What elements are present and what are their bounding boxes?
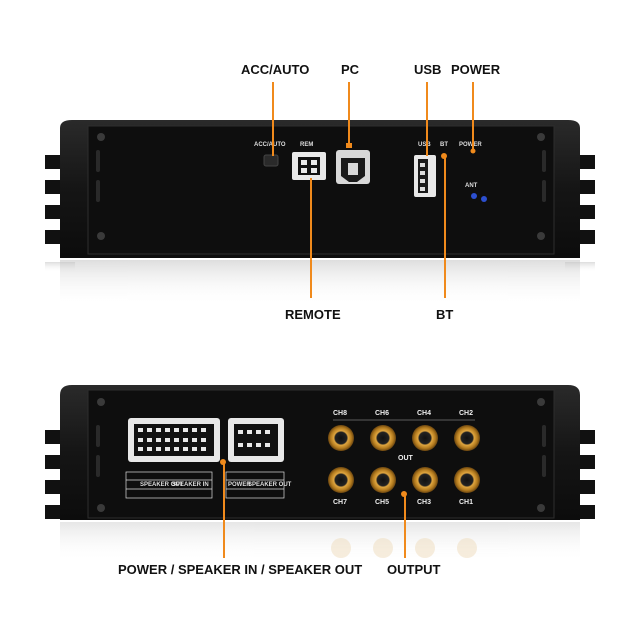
top-amplifier-body bbox=[45, 120, 595, 258]
callout-acc-auto: ACC/AUTO bbox=[241, 62, 310, 77]
leader-power-speaker-dot bbox=[220, 459, 226, 465]
panel-label-power-small: POWER bbox=[228, 482, 251, 488]
channel-label-ch7: CH7 bbox=[333, 499, 348, 506]
panel-label-speaker-in: SPEAKER IN bbox=[172, 482, 209, 488]
leader-bt-dot bbox=[441, 153, 447, 159]
panel-label-rem: REM bbox=[300, 142, 314, 148]
leader-power bbox=[472, 82, 474, 150]
leader-output bbox=[404, 494, 406, 558]
leader-usb bbox=[426, 82, 428, 156]
channel-label-ch1: CH1 bbox=[459, 499, 474, 506]
leader-output-dot bbox=[401, 491, 407, 497]
leader-remote bbox=[310, 178, 312, 298]
channel-label-ch8: CH8 bbox=[333, 410, 348, 417]
leader-bt bbox=[444, 156, 446, 298]
leader-pc bbox=[348, 82, 350, 144]
callout-bt: BT bbox=[436, 307, 454, 322]
panel-label-bt: BT bbox=[440, 142, 448, 148]
bottom-amplifier-body bbox=[45, 385, 595, 520]
leader-power-speaker bbox=[223, 462, 225, 558]
channel-label-ch4: CH4 bbox=[417, 410, 432, 417]
callout-pc: PC bbox=[341, 62, 360, 77]
channel-label-ch5: CH5 bbox=[375, 499, 390, 506]
panel-label-usb: USB bbox=[418, 142, 431, 148]
panel-label-out: OUT bbox=[398, 455, 413, 462]
panel-label-power: POWER bbox=[459, 142, 482, 148]
callout-output: OUTPUT bbox=[387, 562, 441, 577]
channel-label-ch3: CH3 bbox=[417, 499, 432, 506]
top-amplifier-reflection bbox=[45, 260, 595, 305]
panel-label-acc-auto: ACC/AUTO bbox=[254, 142, 286, 148]
callout-remote: REMOTE bbox=[285, 307, 341, 322]
panel-label-ant: ANT bbox=[465, 183, 478, 189]
callout-usb: USB bbox=[414, 62, 442, 77]
panel-label-speaker-out-2: SPEAKER OUT bbox=[248, 482, 292, 488]
bottom-amplifier-reflection bbox=[60, 522, 580, 562]
callout-power-speaker: POWER / SPEAKER IN / SPEAKER OUT bbox=[118, 562, 363, 577]
leader-acc-auto bbox=[272, 82, 274, 156]
panel-label-speaker-out: SPEAKER OUT bbox=[140, 482, 184, 488]
channel-label-ch2: CH2 bbox=[459, 410, 474, 417]
channel-label-ch6: CH6 bbox=[375, 410, 390, 417]
callout-power: POWER bbox=[451, 62, 501, 77]
